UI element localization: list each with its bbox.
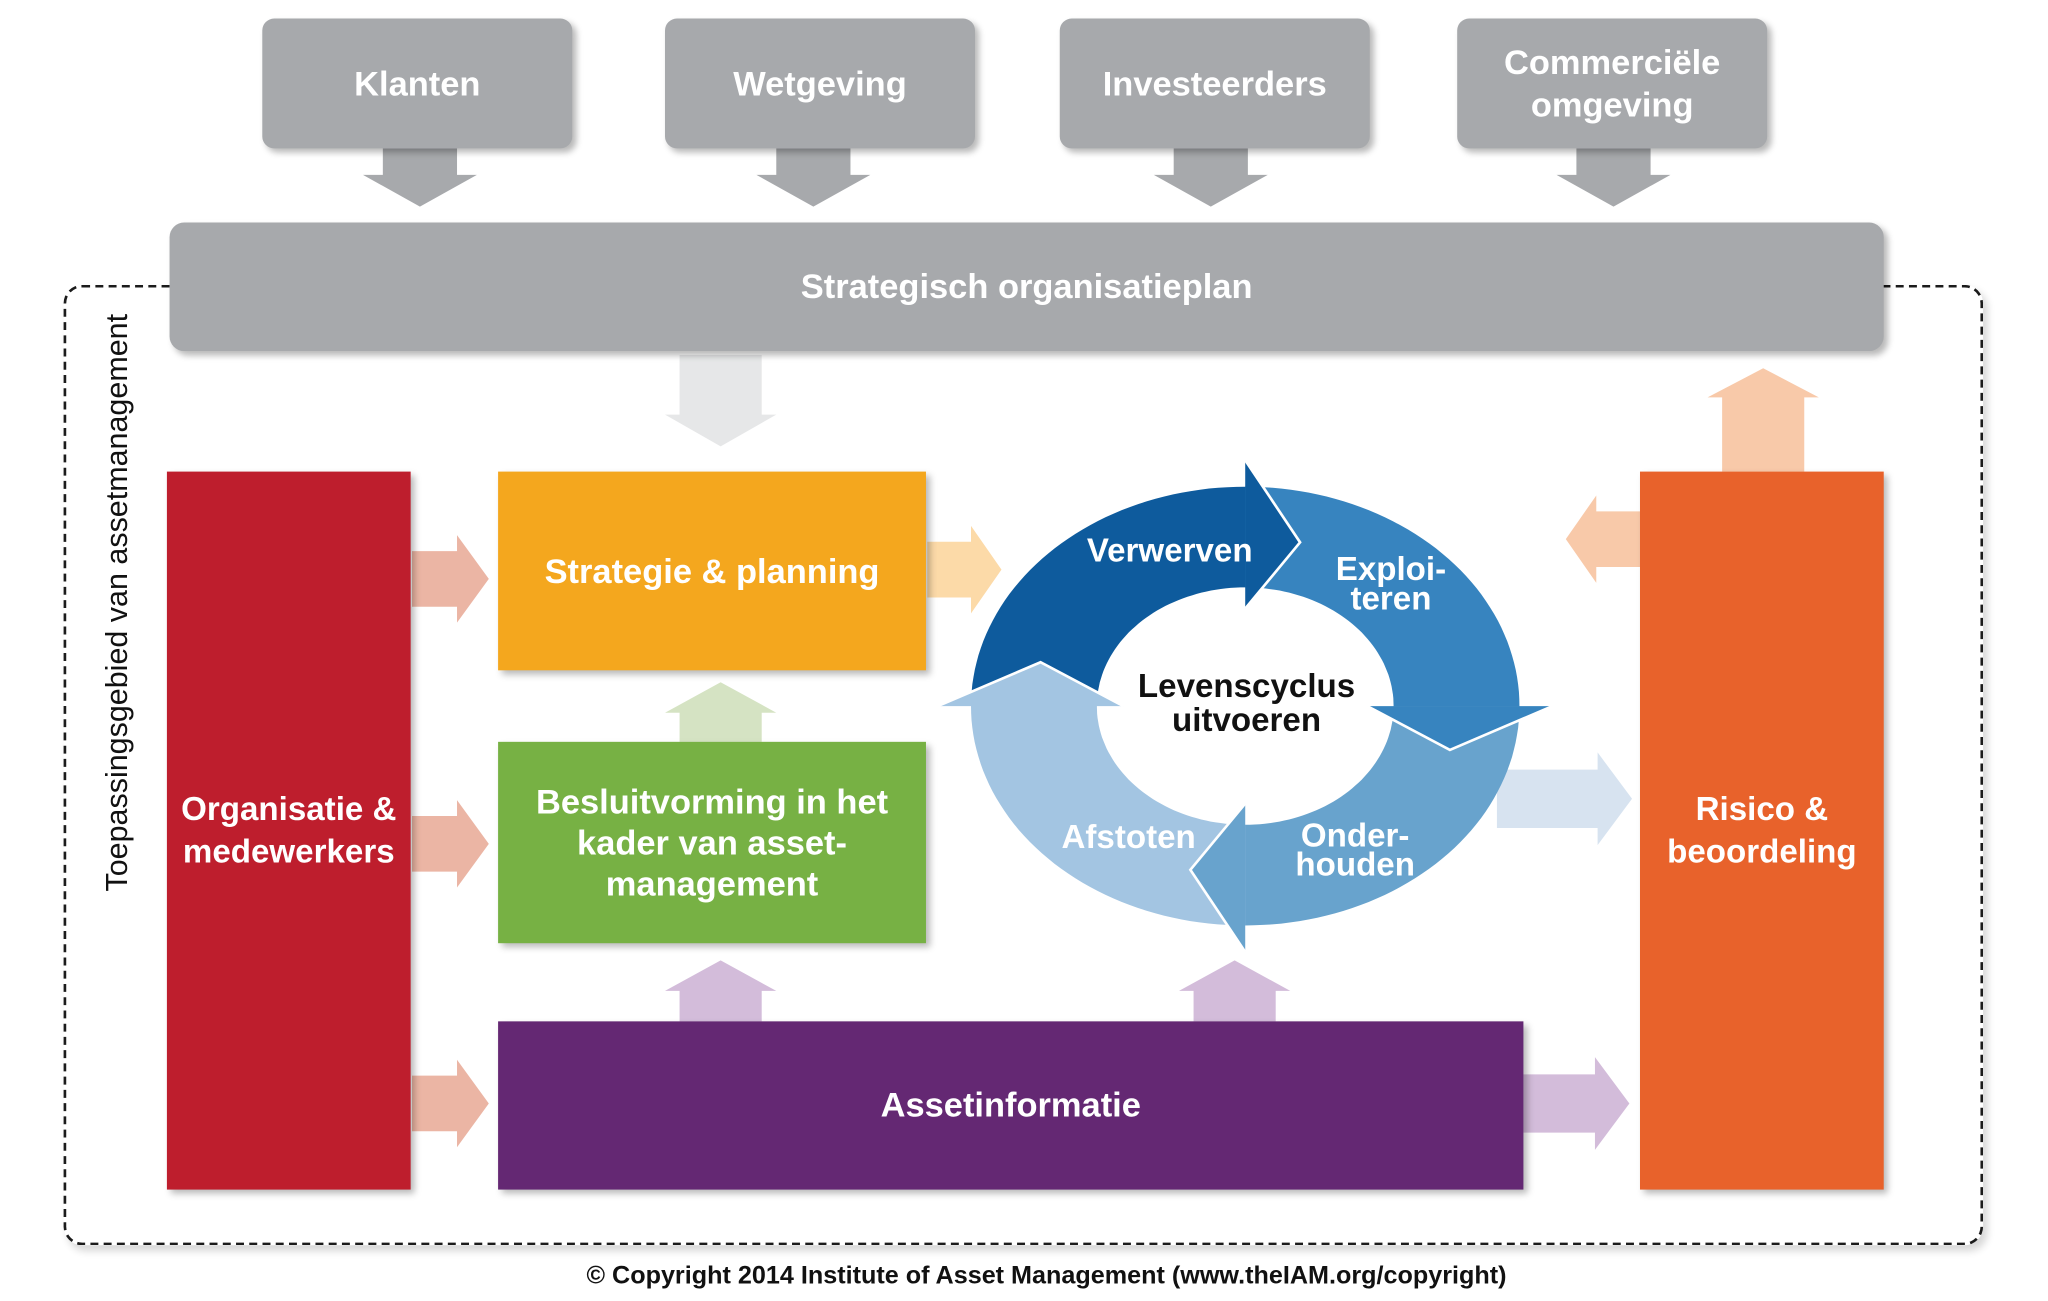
lifecycle-center-line-1: Levenscyclus <box>1137 667 1356 705</box>
cycle-arrowhead-edge-acquire <box>1244 459 1302 610</box>
lifecycle-label-acquire: Verwerven <box>1037 531 1302 571</box>
decision-label-line-2: kader van asset- <box>577 821 848 862</box>
lifecycle-label-maintain: Onder- houden <box>1276 817 1435 884</box>
cycle-arrowhead-edge-operate <box>1366 704 1554 752</box>
cycle-arrowhead-maintain <box>1190 803 1246 952</box>
arrow-wetgeving-down <box>756 148 871 207</box>
lifecycle-maintain-line-2: houden <box>1295 846 1415 884</box>
input-label: Investeerders <box>1102 63 1327 104</box>
lifecycle-ring <box>937 459 1554 953</box>
arrow-assetinfo-to-risk <box>1523 1057 1630 1150</box>
copyright-notice: © Copyright 2014 Institute of Asset Mana… <box>586 1262 1507 1291</box>
arrow-klanten-down <box>362 148 477 207</box>
asset-information-block: Assetinformatie <box>498 1021 1524 1190</box>
cycle-segment-dispose <box>971 698 1246 926</box>
organisation-block: Organisatie & medewerkers <box>166 471 411 1190</box>
arrow-decision-to-strategy <box>665 682 777 742</box>
input-label-line-1: Commerciële <box>1504 42 1721 83</box>
input-label: Klanten <box>354 63 481 104</box>
lifecycle-acquire-text: Verwerven <box>1086 532 1253 570</box>
cycle-arrowhead-operate <box>1367 706 1553 750</box>
input-label-line-2: omgeving <box>1530 84 1694 125</box>
arrow-organisation-to-assetinfo <box>411 1059 489 1148</box>
organisation-label-line-2: medewerkers <box>182 833 395 871</box>
lifecycle-center-label: Levenscyclus uitvoeren <box>1114 669 1379 738</box>
cycle-arrowhead-edge-dispose <box>937 660 1124 708</box>
arrow-lifecycle-to-risk <box>1496 752 1633 846</box>
strategy-planning-block: Strategie & planning <box>498 471 926 671</box>
decision-making-block: Besluitvorming in het kader van asset- m… <box>498 741 926 944</box>
input-label: Wetgeving <box>733 63 907 104</box>
arrow-investeerders-down <box>1153 148 1268 207</box>
arrow-risk-to-strategy <box>1565 495 1640 583</box>
lifecycle-maintain-line-1: Onder- <box>1300 817 1410 855</box>
arrow-organisation-to-strategy <box>411 535 489 623</box>
arrow-risk-to-plan <box>1707 368 1819 472</box>
risk-review-block: Risico & beoordeling <box>1639 471 1884 1190</box>
lifecycle-dispose-text: Afstoten <box>1061 818 1196 856</box>
input-box-klanten: Klanten <box>262 18 573 149</box>
cycle-arrowhead-acquire <box>1245 460 1301 609</box>
input-box-wetgeving: Wetgeving <box>665 18 975 149</box>
strategic-plan-bar: Strategisch organisatieplan <box>169 222 1884 352</box>
cycle-segment-operate <box>1245 486 1520 714</box>
lifecycle-operate-line-1: Exploi- <box>1335 551 1447 589</box>
decision-label-line-3: management <box>605 863 819 903</box>
decision-label-line-1: Besluitvorming in het <box>535 780 889 821</box>
cycle-segment-maintain <box>1235 706 1520 926</box>
cycle-segment-acquire <box>971 486 1255 707</box>
arrow-plan-to-strategy <box>665 355 777 447</box>
lifecycle-label-operate: Exploi- teren <box>1311 551 1470 618</box>
arrow-strategy-to-lifecycle <box>927 525 1002 614</box>
lifecycle-label-dispose: Afstoten <box>1023 817 1235 857</box>
strategic-plan-label: Strategisch organisatieplan <box>800 266 1253 307</box>
asset-information-label: Assetinformatie <box>880 1084 1141 1125</box>
risk-label-line-1: Risico & <box>1695 790 1829 828</box>
arrow-organisation-to-decision <box>411 800 489 888</box>
cycle-arrowhead-dispose <box>937 662 1124 707</box>
arrow-commercieel-down <box>1556 148 1671 207</box>
input-box-investeerders: Investeerders <box>1059 18 1370 149</box>
organisation-label-line-1: Organisatie & <box>181 790 397 828</box>
risk-label-line-2: beoordeling <box>1667 833 1857 871</box>
arrow-assetinfo-to-lifecycle <box>1178 960 1291 1022</box>
lifecycle-operate-line-2: teren <box>1350 580 1432 618</box>
strategy-planning-label: Strategie & planning <box>544 550 880 591</box>
arrow-assetinfo-to-decision <box>665 960 777 1022</box>
input-box-commerciele-omgeving: Commerciële omgeving <box>1457 18 1768 149</box>
cycle-arrowhead-edge-maintain <box>1188 802 1247 953</box>
lifecycle-center-line-2: uitvoeren <box>1172 702 1322 740</box>
